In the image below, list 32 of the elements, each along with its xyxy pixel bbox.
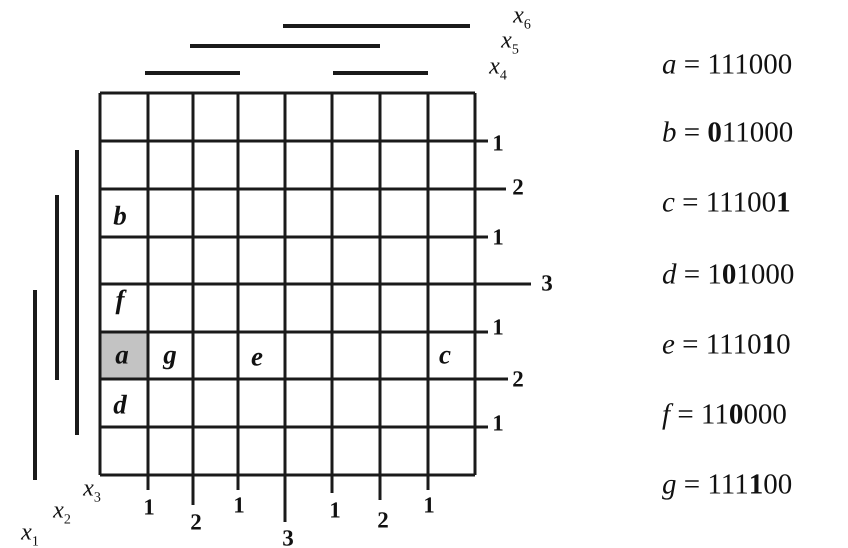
line-number: 2 <box>190 510 202 534</box>
cell-letter: c <box>439 342 451 368</box>
cell-letter: g <box>163 342 177 368</box>
line-number: 1 <box>143 496 155 518</box>
line-number: 1 <box>492 316 504 338</box>
line-number: 1 <box>423 494 435 516</box>
equation: c = 111001 <box>662 188 791 218</box>
cell-letter: e <box>251 344 263 370</box>
cell-letter: f <box>116 286 124 314</box>
line-number: 2 <box>377 508 389 532</box>
cell-letter: d <box>113 392 127 418</box>
line-number: 3 <box>282 526 294 548</box>
cell-letter: a <box>115 342 129 368</box>
line-number: 3 <box>541 272 553 294</box>
equation: g = 111100 <box>662 470 792 500</box>
equation: d = 101000 <box>662 260 794 290</box>
line-number: 1 <box>233 494 245 516</box>
line-number: 2 <box>512 368 524 390</box>
variable-label: x$_{3}$ <box>83 476 101 506</box>
line-number: 2 <box>512 176 524 198</box>
line-number: 1 <box>492 412 504 434</box>
equation: b = 011000 <box>662 118 794 148</box>
line-number: 1 <box>492 132 504 154</box>
variable-label: x$_{1}$ <box>21 520 39 548</box>
equation: e = 111010 <box>662 330 791 360</box>
equation: a = 111000 <box>662 50 792 80</box>
line-number: 1 <box>329 498 341 522</box>
variable-label: x$_{2}$ <box>53 498 71 528</box>
variable-label: x$_{4}$ <box>489 54 507 84</box>
cell-letter: b <box>113 202 127 230</box>
line-number: 1 <box>492 226 504 248</box>
equation: f = 110000 <box>662 400 787 430</box>
